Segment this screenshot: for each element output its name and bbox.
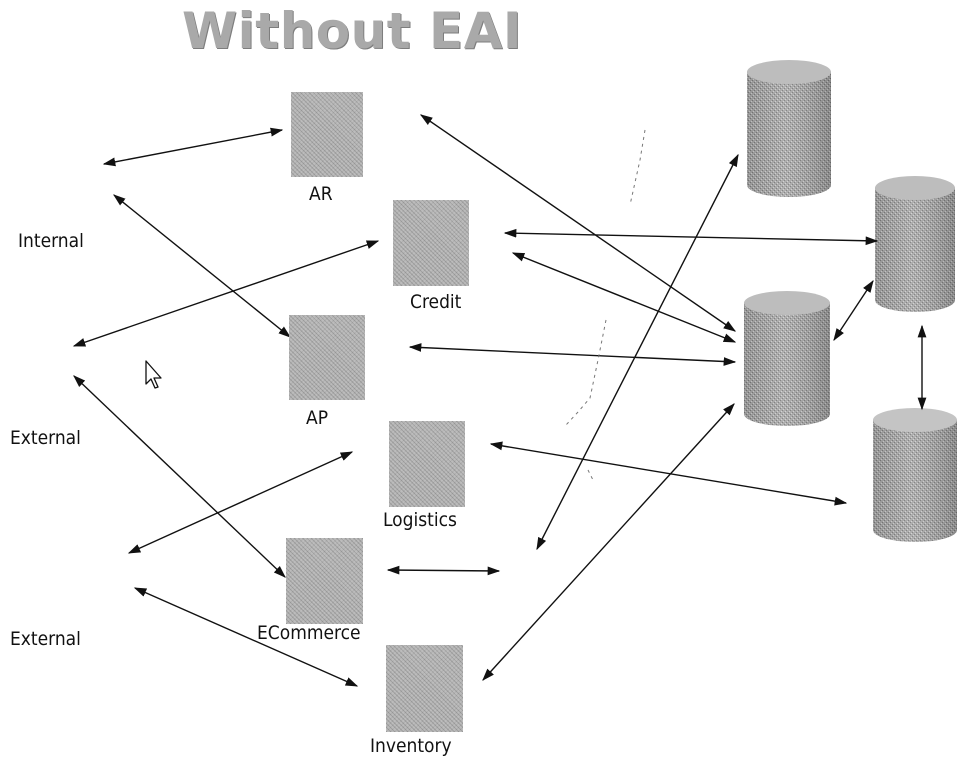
system-box-credit [393, 200, 469, 286]
system-box-logistics [389, 421, 465, 507]
system-box-ap [289, 315, 365, 400]
database-2 [875, 176, 955, 312]
source-label-external: External [10, 628, 81, 650]
database-3 [744, 291, 830, 426]
database-4 [873, 408, 957, 542]
system-label-ap: AP [306, 407, 328, 429]
system-label-ar: AR [309, 183, 333, 205]
source-label-external: External [10, 427, 81, 449]
system-label-inventory: Inventory [370, 735, 452, 757]
cursor-icon [145, 360, 162, 389]
system-box-ar [291, 92, 363, 177]
system-label-ecommerce: ECommerce [257, 622, 361, 644]
system-box-inventory [386, 645, 463, 732]
scan-artifacts [565, 129, 646, 481]
page-title: Without EAI [182, 2, 522, 60]
system-label-logistics: Logistics [383, 509, 457, 531]
connections [72, 114, 927, 687]
system-label-credit: Credit [410, 291, 462, 313]
database-1 [747, 60, 831, 197]
source-label-internal: Internal [18, 230, 84, 252]
system-box-ecommerce [286, 538, 363, 624]
